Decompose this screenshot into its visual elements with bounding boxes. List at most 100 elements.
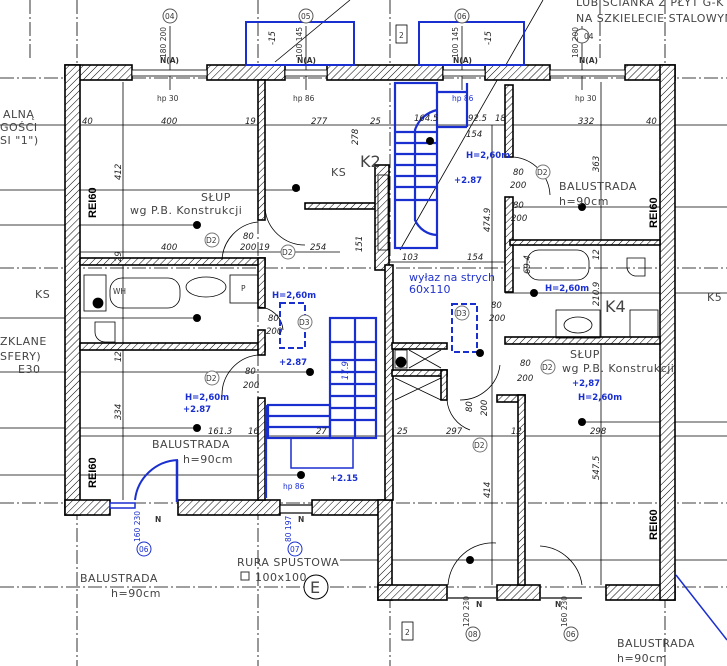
door-tag: D3 [299,318,310,327]
dimension: 334 [114,404,124,420]
window-04-left [131,69,208,77]
balustrade-height-4: h=90cm [617,652,667,665]
door-tag: D2 [542,363,553,372]
wh-label: WH [113,287,126,296]
downpipe-icon [240,571,250,581]
toilet-right [626,257,646,277]
ks-label-2: KS [35,288,50,301]
dimension: 547.5 [592,456,602,480]
dimension: -15 [484,31,494,45]
glass-note-3: E30 [18,363,40,376]
window-tag: 05 [301,12,311,21]
top-note-line-2: NA SZKIELECIE STALOWYM [576,12,727,25]
dimension: 400 [161,243,177,253]
dimension: 12 [511,427,522,437]
window-size: 160 230 [133,511,142,542]
window-type: N(A) [297,56,316,65]
balcony-door-06 [109,502,136,509]
dimension: 200 [480,400,490,416]
level-mark: +2.87 [454,176,482,186]
walls [64,64,676,601]
chimney-k2 [377,174,389,251]
glass-note-2: SFERY) [0,350,41,363]
window-tag: 06 [457,12,467,21]
balustrade-height-3: h=90cm [111,587,161,600]
dimension: 69.4 [523,255,533,274]
dimension: 278 [351,128,361,145]
window-size: 100 145 [451,27,460,58]
level-mark: +2.15 [330,474,358,484]
window-type-n: N [298,515,304,524]
dimension: 25 [370,117,381,127]
sill-height: hp 30 [157,94,179,103]
window-05 [284,69,328,77]
dimension: 80 [513,201,524,211]
level-box-2: 2 [405,628,410,637]
glass-note-1: ZKLANE [0,335,47,348]
dimension: 103 [402,253,418,263]
ceiling-height: H=2,60m [185,393,229,403]
door-tag: D3 [456,309,467,318]
dimension: 12 [592,249,602,260]
dimension: 200 [510,181,526,191]
window-size: 160 230 [560,596,569,627]
dimension: 254 [310,243,326,253]
dimension: 16 [248,427,259,437]
dimension: 29 [114,251,124,262]
fire-rating-4: REI60 [648,509,660,540]
axis-e-marker [303,574,329,600]
dimension: 412 [114,164,124,180]
dimension: 200 [243,381,259,391]
window-type-n: N [555,600,561,609]
balustrade-height-1: h=90cm [559,195,609,208]
left-note-line-3: SI "1") [0,134,39,147]
ceiling-height: H=2,60m [578,393,622,403]
door-tags: D2 D2 D2 D2 D2 D2 D3 D3 [204,164,556,453]
attic-hatch-label: wyłaz na strych [409,271,495,284]
window-size: 180 200 [571,27,580,58]
ceiling-height: H=2,60m [466,151,510,161]
dimension-texts: 40 400 19 277 25 164.5 92.5 18 332 40 41… [82,31,657,498]
dimension: 200 [266,327,282,337]
dimension: 80 [268,314,279,324]
window-type-n: N [476,600,482,609]
ceiling-height: H=2,60m [545,284,589,294]
fixtures [83,174,659,401]
dimension: 200 [511,214,527,224]
door-tag: D2 [206,236,217,245]
dimension: 40 [646,117,657,127]
sill-height: hp 30 [575,94,597,103]
column-ref: wg P.B. Konstrukcji [130,204,242,217]
dimension: 19 [245,117,256,127]
sill-height: hp 86 [452,94,474,103]
window-size: 180 200 [159,27,168,58]
dimension: 40 [82,117,93,127]
dimension: 18 [495,114,506,124]
balustrade-label-3: BALUSTRADA [80,572,158,585]
dimension: 332 [578,117,594,127]
left-note-line-2: GOŚCI [0,121,38,134]
fire-rating-2: REI60 [87,457,99,488]
window-tags: 04 05 06 04 06 07 08 06 N(A) N(A) N(A) N… [133,8,598,642]
window-tag: 06 [139,545,149,554]
window-tag: 04 [165,12,175,21]
left-note-line-1: ALNĄ [3,108,34,121]
window-size: 120 230 [462,596,471,627]
window-04-right [549,69,626,77]
balcony-outline-right [418,21,525,66]
room-points [193,137,586,564]
dimension-lines [0,0,727,641]
door-tag: D2 [206,374,217,383]
dimension: 200 [489,314,505,324]
bathtub-right [526,249,590,281]
dimension: 80 [243,232,254,242]
dimension: 298 [590,427,607,437]
dimension: 80 [491,301,502,311]
sill-height: hp 86 [293,94,315,103]
dimension: 80 [520,359,531,369]
window-type-n: N [155,515,161,524]
sink-right [563,316,593,334]
level-mark: +2.87 [279,358,307,368]
